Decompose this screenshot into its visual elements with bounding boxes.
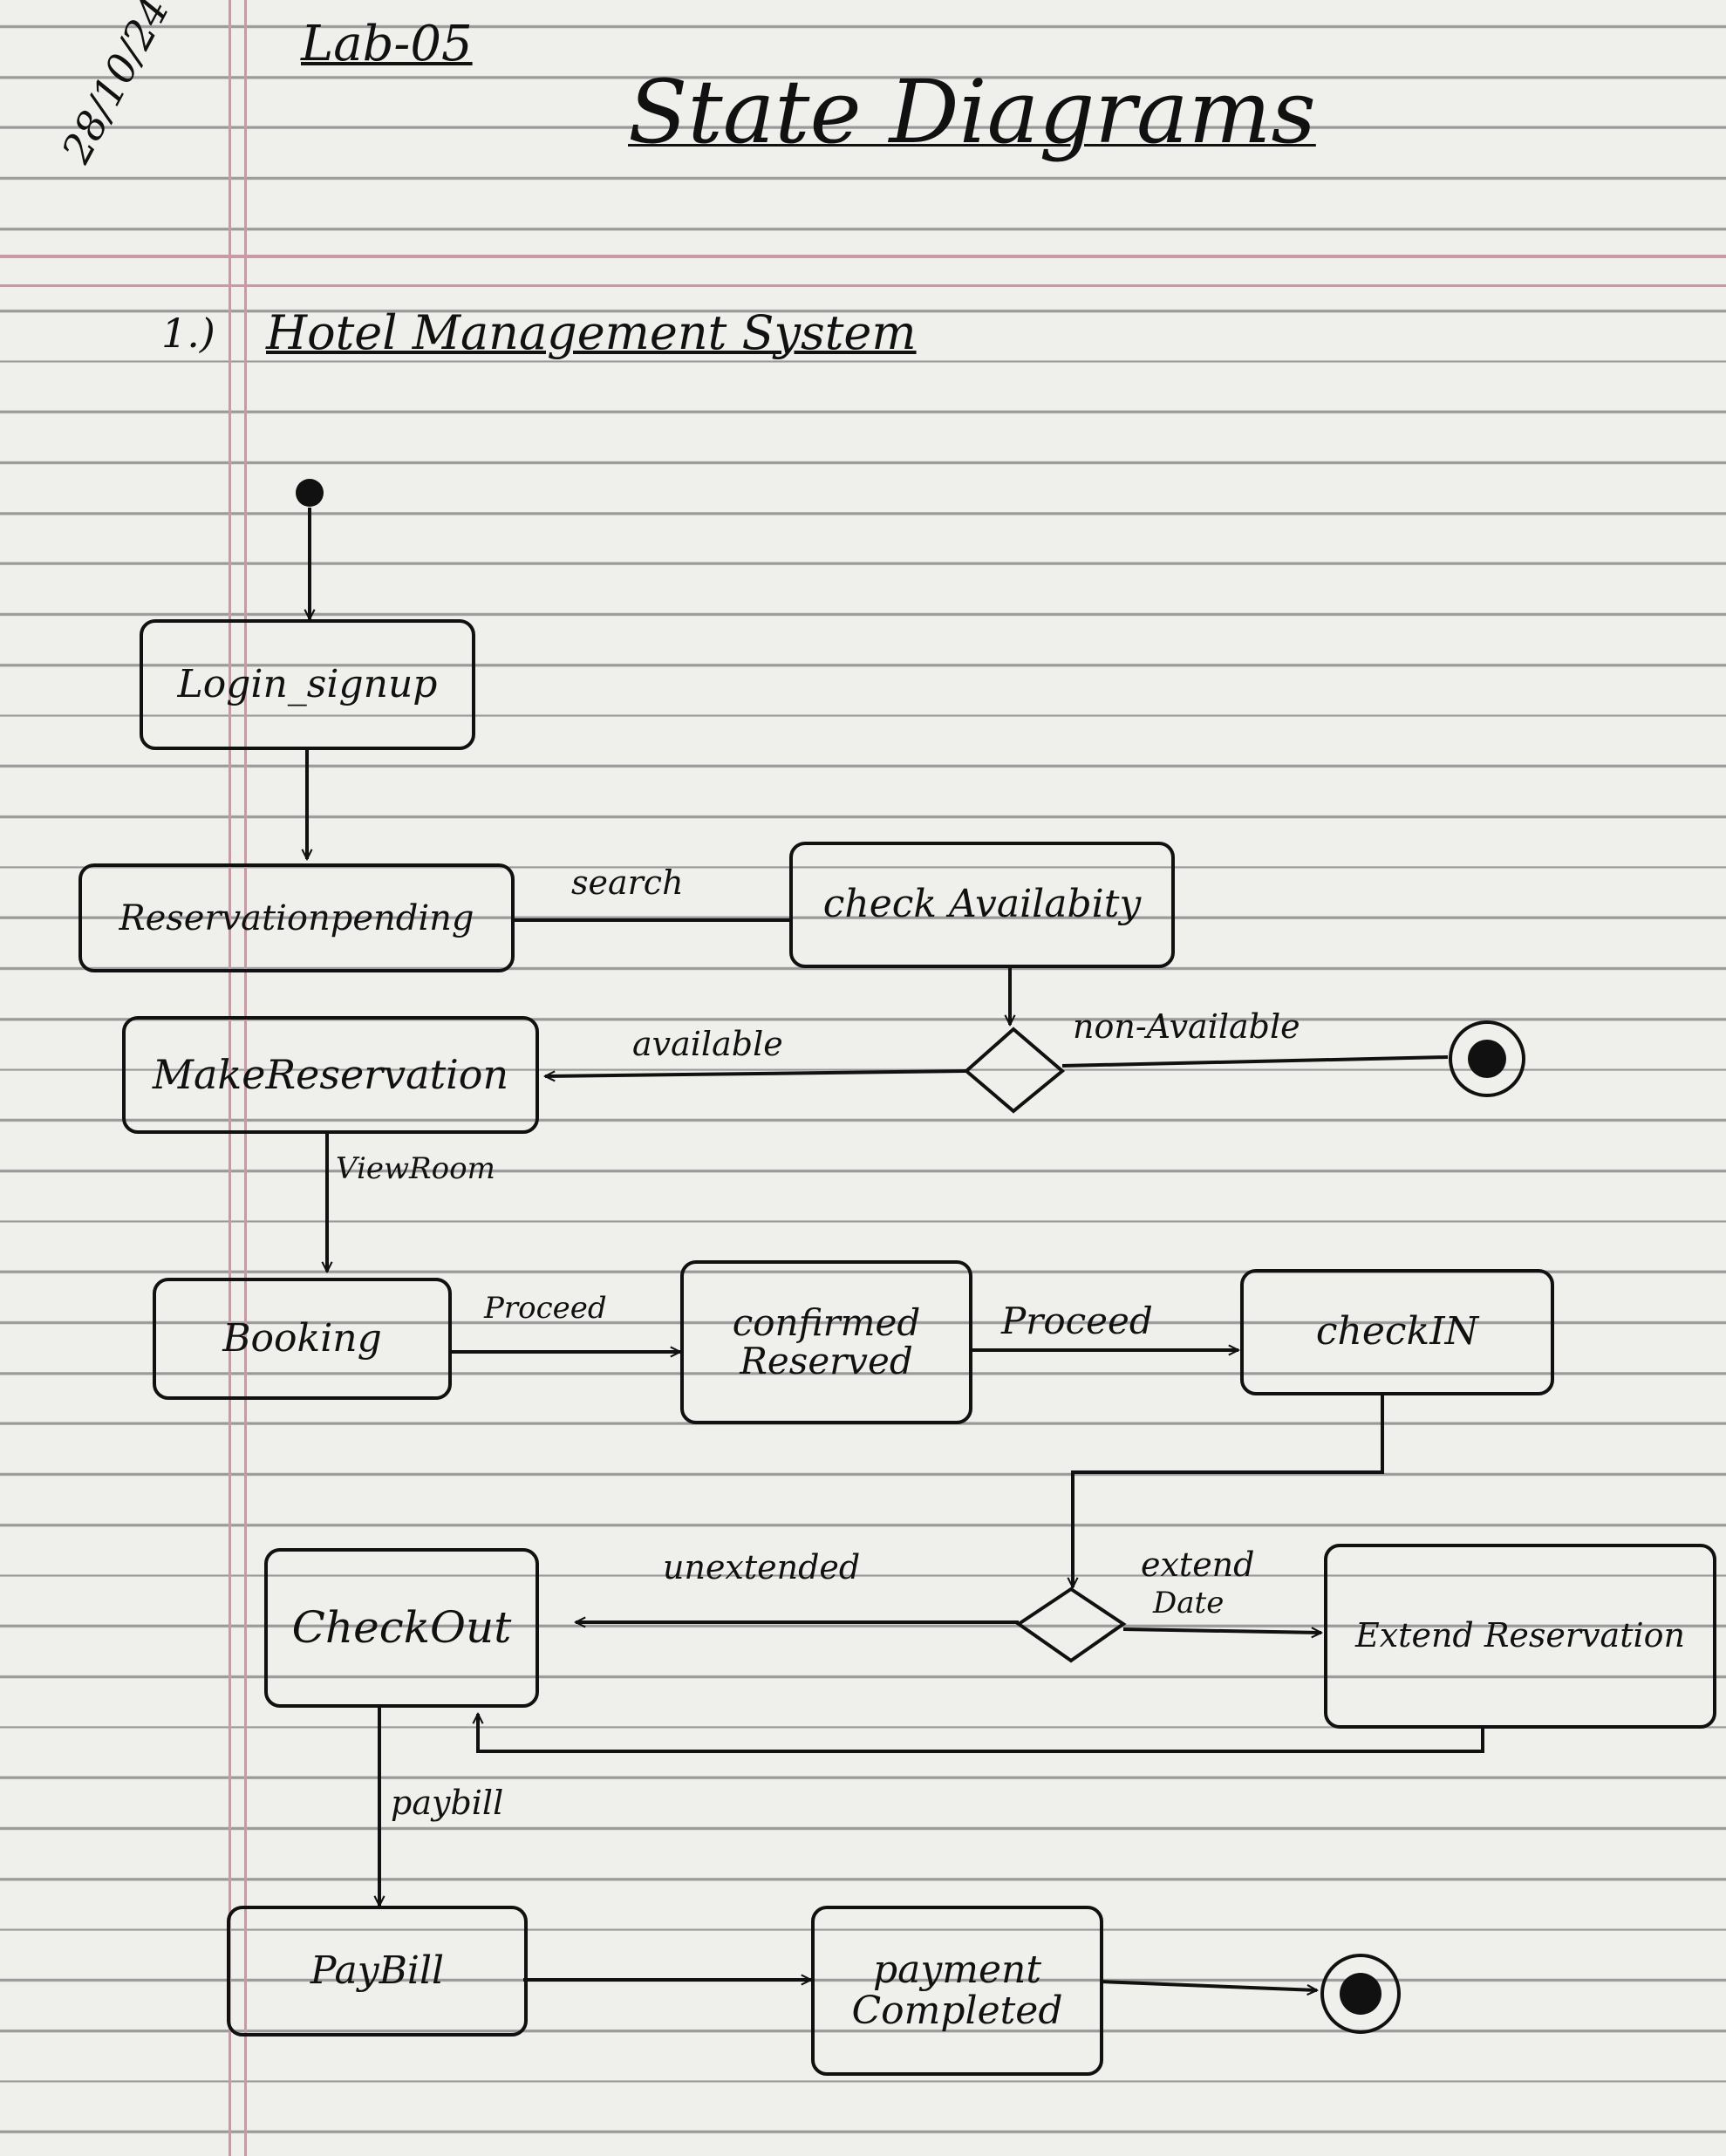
transition-label-paybill: paybill [391, 1784, 504, 1822]
state-label: Login_signup [177, 661, 438, 706]
lab-title: Lab-05 [301, 16, 473, 72]
transition-label-non-available: non-Available [1073, 1007, 1300, 1046]
margin-line [229, 0, 231, 2156]
state-label: Reserved [740, 1340, 913, 1382]
state-label: checkIN [1315, 1309, 1479, 1354]
header-rule [0, 284, 1726, 287]
transition-label-proceed-2: Proceed [1001, 1300, 1153, 1342]
transition-label-search: search [571, 863, 684, 902]
state-label: check Availabity [822, 882, 1142, 927]
state-confirmed-reserved: confirmed Reserved [680, 1260, 972, 1424]
state-label: MakeReservation [152, 1051, 509, 1099]
state-reservation-pending: Reservationpending [78, 863, 515, 972]
state-label: Completed [851, 1988, 1063, 2033]
state-check-availability: check Availabity [789, 842, 1175, 968]
transition-label-available: available [632, 1025, 783, 1063]
transition-label-proceed-1: Proceed [484, 1291, 607, 1326]
state-label: Booking [222, 1315, 382, 1361]
state-label: Reservationpending [119, 897, 474, 938]
state-label: CheckOut [291, 1602, 512, 1654]
diagram-subtitle: Hotel Management System [266, 305, 917, 360]
header-rule [0, 255, 1726, 258]
state-label: payment [872, 1948, 1042, 1993]
transition-label-unextended: unextended [663, 1548, 861, 1586]
final-state-2 [1320, 1954, 1401, 2034]
extend-decision [1015, 1586, 1127, 1663]
state-extend-reservation: Extend Reservation [1324, 1544, 1716, 1729]
transition-label-date: Date [1153, 1586, 1225, 1620]
question-number: 1.) [161, 310, 215, 357]
state-pay-bill: PayBill [227, 1906, 528, 2037]
page-title: State Diagrams [628, 61, 1316, 163]
transition-label-view-room: ViewRoom [336, 1151, 495, 1186]
state-label: confirmed [732, 1300, 921, 1344]
state-payment-completed: payment Completed [811, 1906, 1103, 2076]
state-make-reservation: MakeReservation [122, 1016, 539, 1134]
availability-decision [963, 1027, 1066, 1114]
state-check-in: checkIN [1240, 1269, 1554, 1395]
state-label: PayBill [310, 1948, 445, 1993]
state-label: Extend Reservation [1355, 1616, 1685, 1655]
final-state-1 [1449, 1020, 1525, 1097]
initial-state [296, 479, 324, 507]
transition-label-extend: extend [1141, 1545, 1255, 1584]
margin-line [244, 0, 247, 2156]
state-login-signup: Login_signup [140, 619, 475, 750]
state-booking: Booking [153, 1278, 452, 1400]
state-check-out: CheckOut [264, 1548, 539, 1708]
